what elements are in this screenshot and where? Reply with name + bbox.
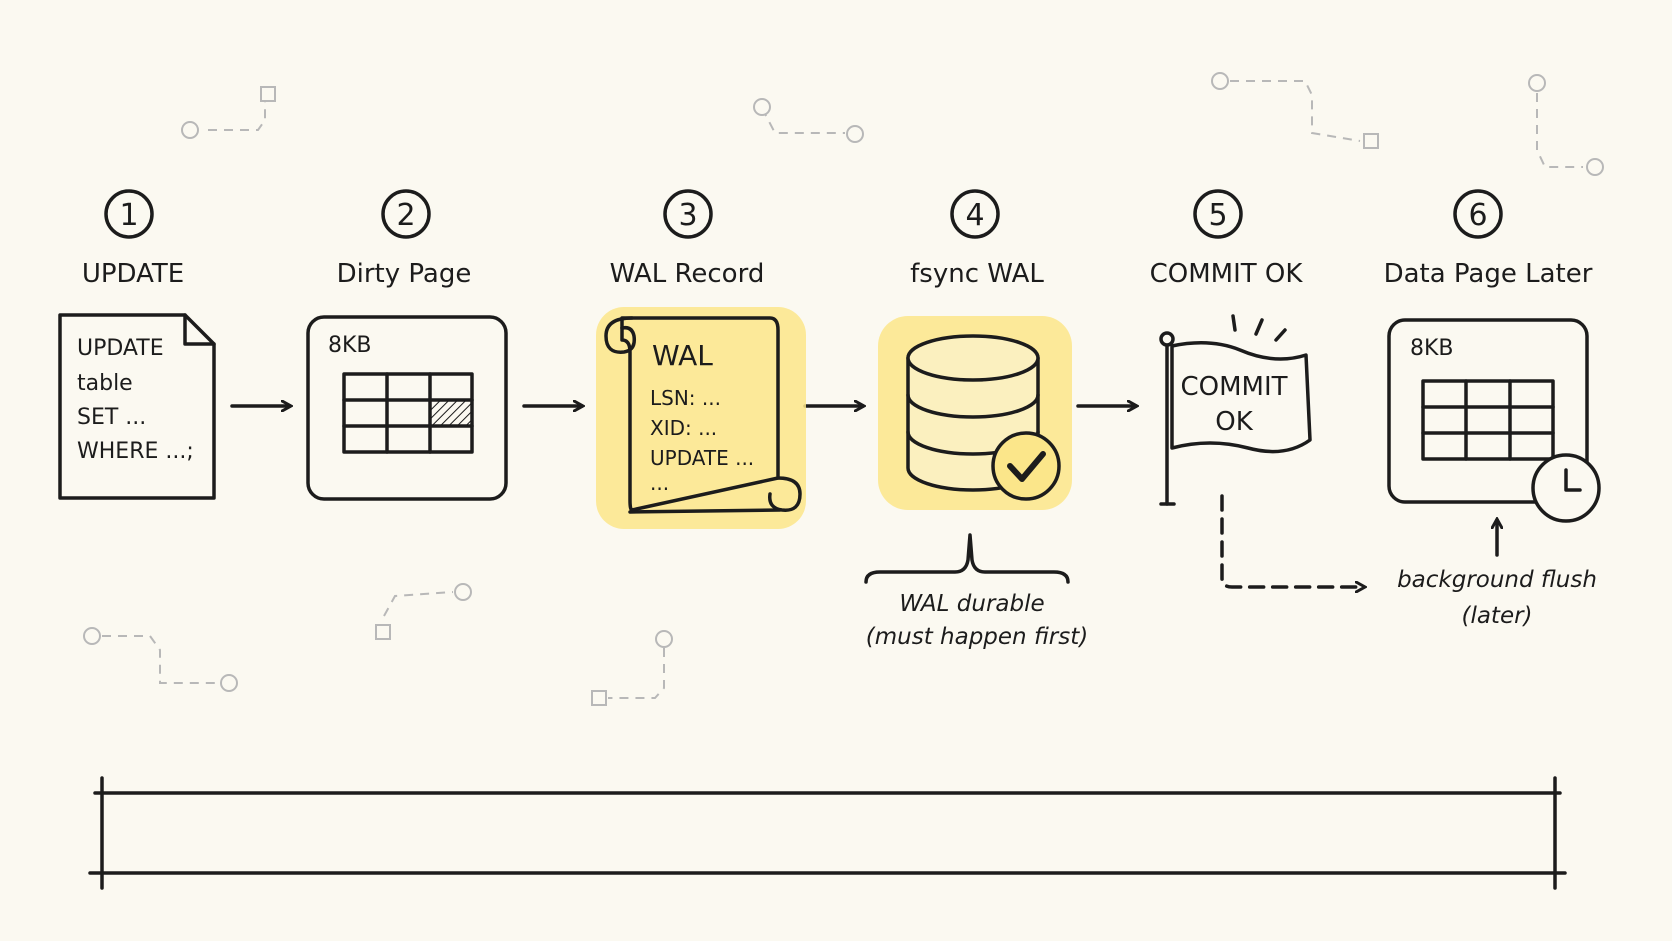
brace (864, 533, 1070, 584)
step-title-4: fsync WAL (910, 259, 1044, 289)
page-grid (1421, 379, 1555, 461)
step-title-5: COMMIT OK (1150, 259, 1304, 289)
sql-line: SET ... (77, 405, 146, 430)
svg-text:(later): (later) (1461, 603, 1532, 629)
sql-document-icon: UPDATE table SET ... WHERE ...; (58, 313, 216, 500)
step-title-3: WAL Record (610, 259, 765, 289)
wal-heading: WAL (652, 339, 713, 372)
sql-line: table (77, 371, 133, 396)
step-title-1: UPDATE (82, 259, 184, 289)
step-number-1: 1 (104, 189, 154, 239)
dirty-cell (430, 400, 472, 426)
svg-text:2: 2 (396, 198, 415, 233)
page-size-label: 8KB (1410, 336, 1454, 361)
step-number-3: 3 (663, 189, 713, 239)
step-title-6: Data Page Later (1384, 259, 1593, 289)
spark (1231, 314, 1237, 332)
database-fsync-icon (878, 316, 1072, 510)
sql-line: UPDATE (77, 336, 164, 361)
decorative-connectors (83, 72, 1604, 706)
svg-text:(must happen first): (must happen first) (866, 624, 1088, 650)
svg-text:WAL durable: WAL durable (899, 591, 1044, 617)
timeline-band (88, 776, 1567, 890)
dirty-page-icon: 8KB (306, 315, 508, 501)
dashed-flush-arrow (1220, 494, 1364, 587)
spark (1274, 328, 1287, 342)
page-size-label: 8KB (328, 333, 372, 358)
svg-text:6: 6 (1468, 198, 1487, 233)
data-page-icon: 8KB (1387, 318, 1601, 523)
step-number-4: 4 (950, 189, 1000, 239)
step-number-6: 6 (1453, 189, 1503, 239)
page-grid (342, 372, 474, 454)
svg-text:background flush: background flush (1397, 567, 1597, 593)
wal-line: LSN: ... (650, 386, 721, 410)
step-titles: UPDATE Dirty Page WAL Record fsync WAL C… (82, 259, 1593, 289)
checkmark-icon (991, 431, 1061, 501)
step-title-2: Dirty Page (337, 259, 472, 289)
flag-line: OK (1215, 407, 1253, 437)
commit-flag-icon: COMMIT OK (1159, 314, 1312, 506)
highlight (596, 307, 806, 529)
svg-text:1: 1 (119, 198, 138, 233)
flag-line: COMMIT (1180, 372, 1287, 402)
wal-line: XID: ... (650, 416, 717, 440)
spark (1254, 318, 1264, 336)
wal-line: ... (650, 471, 669, 495)
step-number-2: 2 (381, 189, 431, 239)
wal-durable-note: WAL durable (must happen first) (864, 533, 1088, 650)
wal-line: UPDATE ... (650, 446, 754, 470)
sql-line: WHERE ...; (77, 439, 194, 464)
wal-record-scroll-icon: WAL LSN: ... XID: ... UPDATE ... ... (596, 307, 806, 529)
background-flush-note: background flush (later) (1397, 567, 1597, 629)
svg-text:5: 5 (1208, 198, 1227, 233)
step-number-5: 5 (1193, 189, 1243, 239)
svg-text:4: 4 (965, 198, 984, 233)
step-numbers: 1 2 3 4 5 6 (104, 189, 1503, 239)
svg-text:3: 3 (678, 198, 697, 233)
